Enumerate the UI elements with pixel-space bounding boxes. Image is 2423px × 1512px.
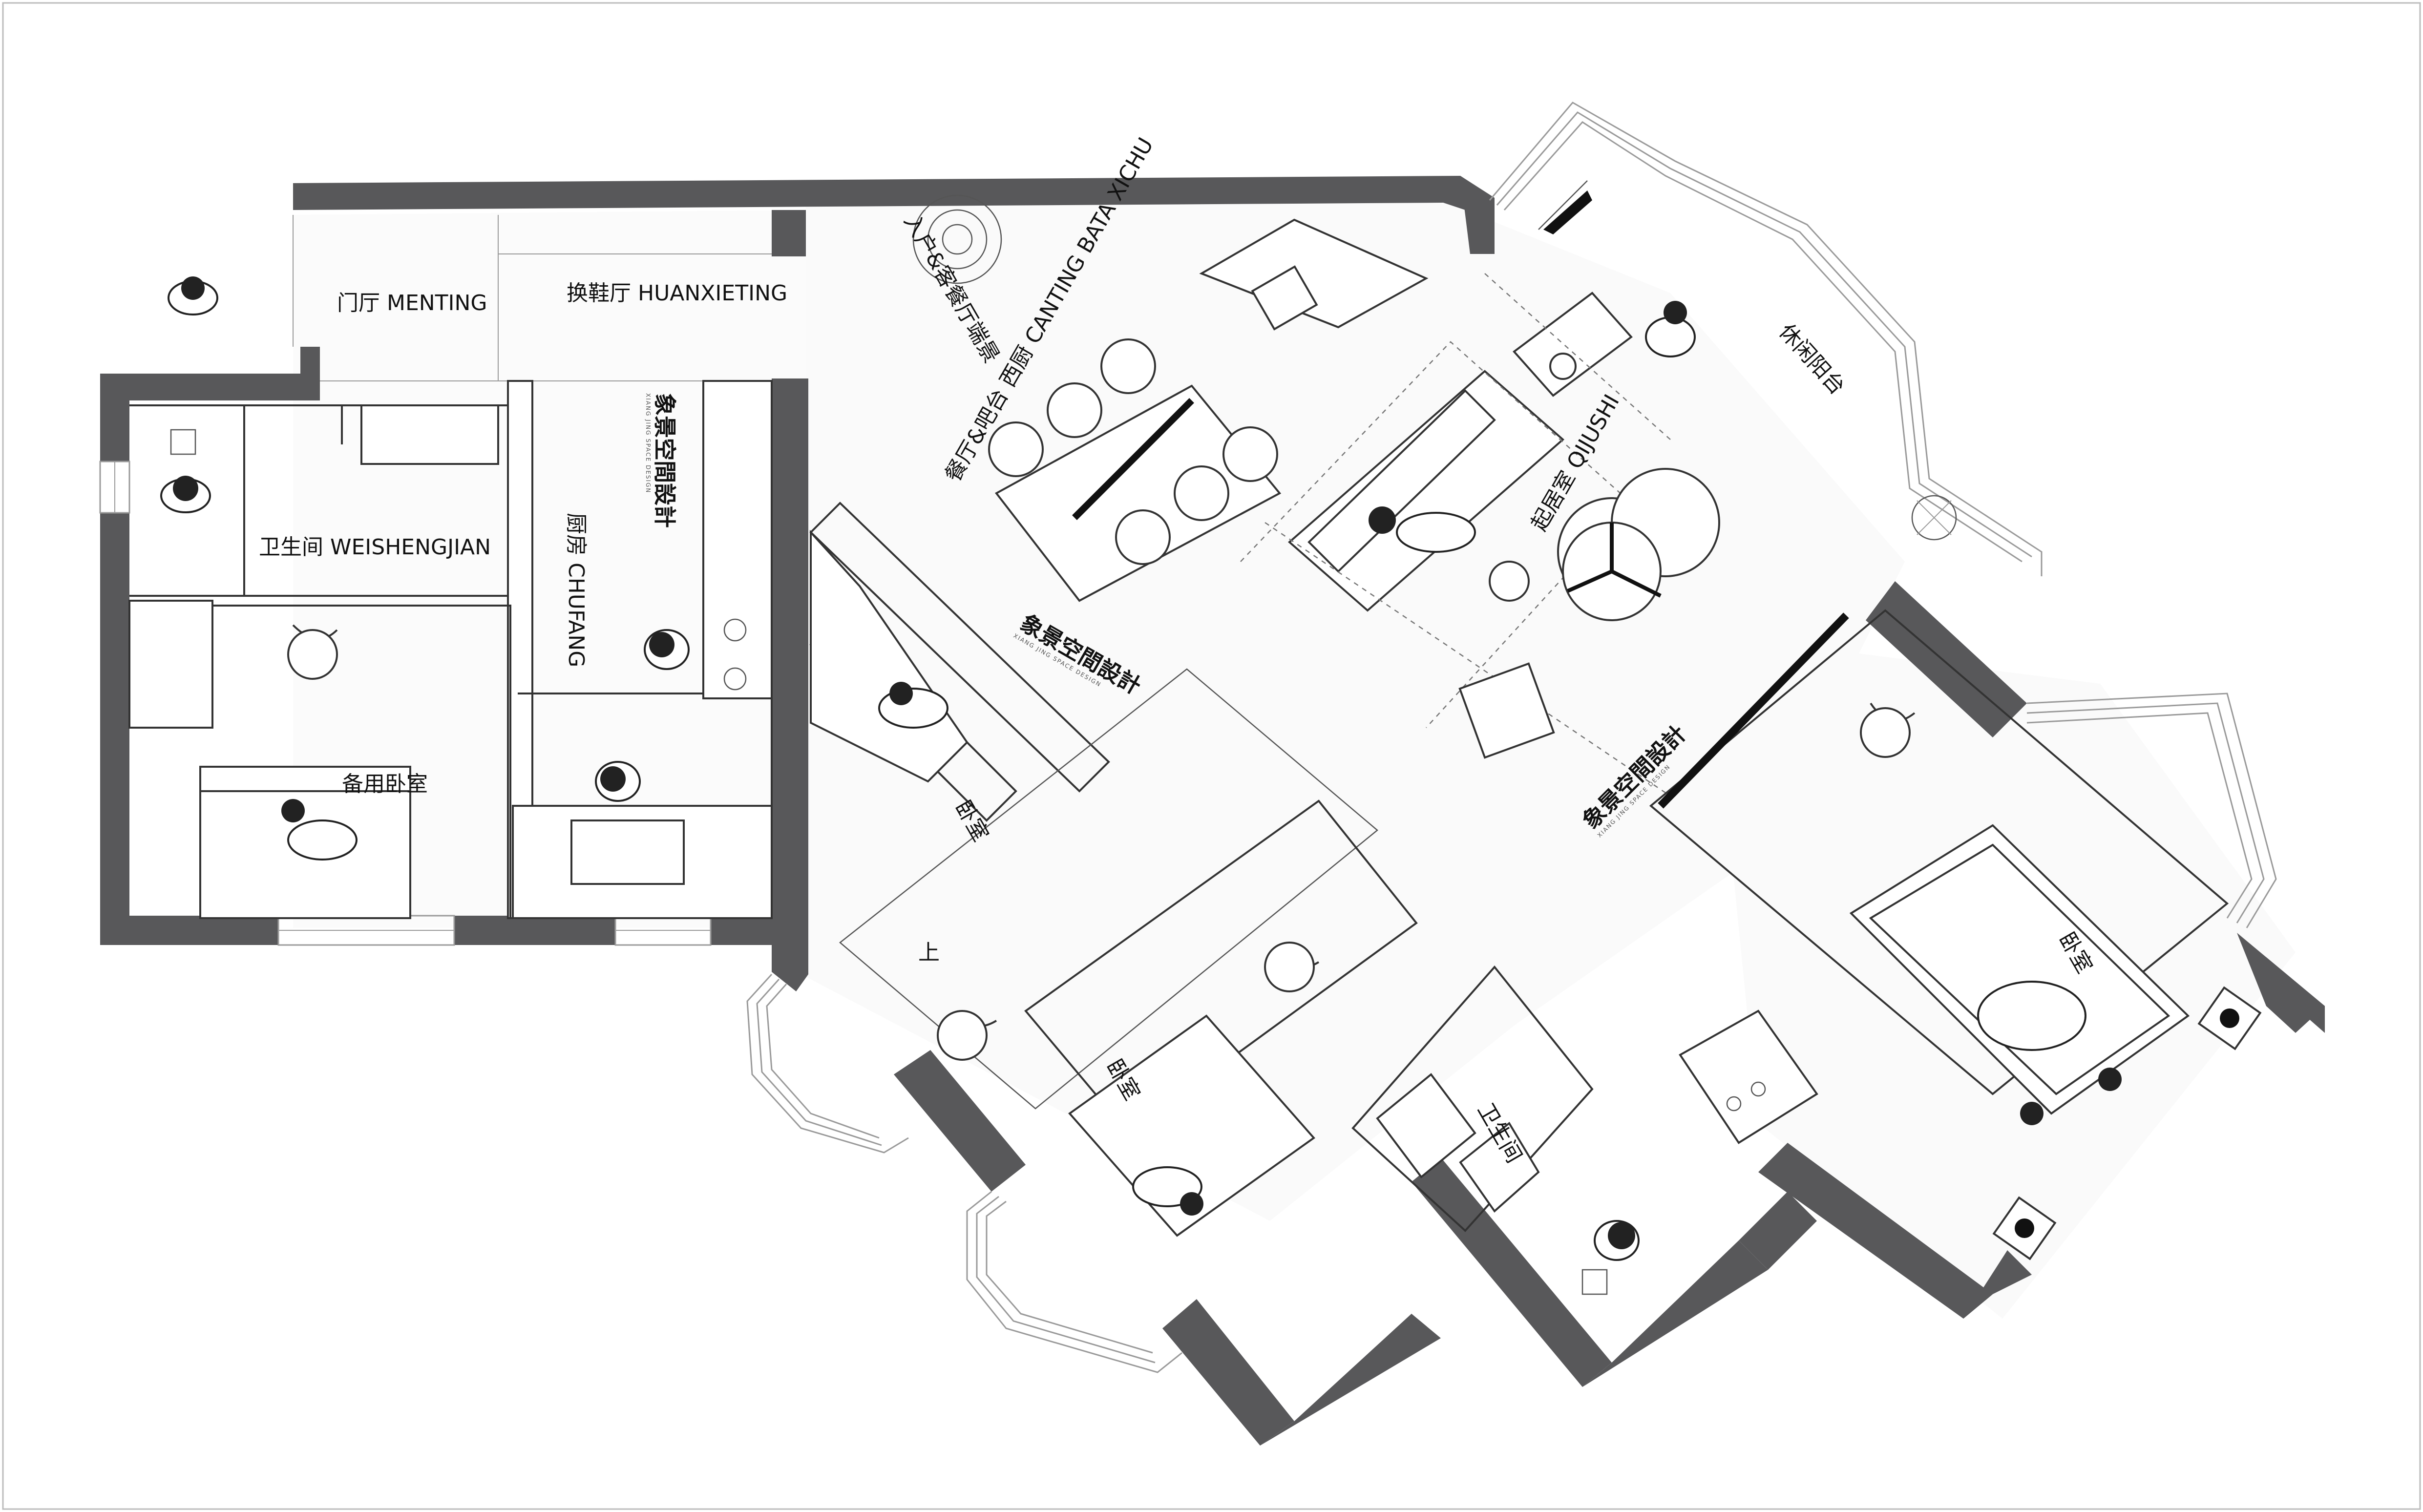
watermark-1: 象景空間設計 XIANG JING SPACE DESIGN: [645, 393, 678, 528]
label-weishengjian: 卫生间 WEISHENGJIAN: [259, 535, 491, 560]
windows: [99, 102, 2277, 1373]
living-tables: [1458, 468, 1720, 759]
label-beiyong-woshi: 备用卧室: [342, 772, 428, 797]
label-huanxieting: 换鞋厅 HUANXIETING: [567, 281, 787, 306]
svg-text:象景空間設計: 象景空間設計: [652, 393, 678, 528]
interior-walls: [128, 180, 2262, 1260]
label-chufang: 厨房 CHUFANG: [564, 513, 589, 667]
label-stair-up: 上: [918, 940, 940, 965]
walls: [100, 176, 2325, 1446]
label-menting: 门厅 MENTING: [337, 291, 487, 315]
svg-text:XIANG JING SPACE DESIGN: XIANG JING SPACE DESIGN: [645, 393, 652, 493]
dining-chairs: [988, 338, 1278, 565]
people: [160, 276, 2122, 1261]
fixtures: [170, 190, 1957, 1295]
label-xiuxian-yangtai: 休闲阳台: [1774, 319, 1850, 399]
